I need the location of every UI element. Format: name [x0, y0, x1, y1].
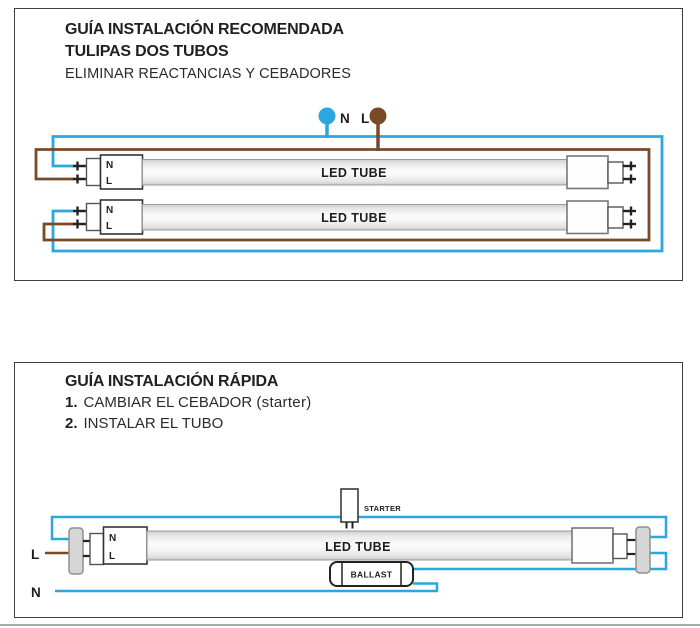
panel2-header: GUÍA INSTALACIÓN RÁPIDA 1. CAMBIAR EL CEB… — [65, 371, 312, 434]
tube3-right-endcap — [571, 527, 614, 564]
ballast: BALLAST — [329, 561, 414, 587]
tube2-right-pin-block — [607, 206, 624, 229]
tube2-socket-l: L — [106, 221, 112, 232]
ballast-to-holder-wire — [413, 551, 668, 571]
tube3-socket-n: N — [109, 533, 116, 544]
tube1-socket-l: L — [106, 176, 112, 187]
tube3-left-pin-block — [89, 532, 105, 566]
tube1-right-endcap — [566, 155, 609, 190]
tube3-label: LED TUBE — [325, 540, 391, 554]
step-2-number: 2. — [65, 415, 78, 432]
terminal-line-label: L — [31, 547, 39, 562]
led-tube-3: N L LED TUBE — [83, 526, 638, 566]
tube3-socket-l: L — [109, 551, 115, 562]
starter-label: STARTER — [364, 504, 401, 513]
right-lamp-holder — [635, 526, 651, 574]
panel2-title: GUÍA INSTALACIÓN RÁPIDA — [65, 373, 279, 390]
step-1-number: 1. — [65, 394, 78, 411]
tube1-label: LED TUBE — [321, 166, 387, 180]
bottom-divider — [0, 624, 700, 626]
tube1-left-pin-block — [85, 157, 102, 187]
ballast-body — [329, 561, 414, 587]
tube1-socket-n: N — [106, 160, 113, 171]
tube1-body — [142, 159, 568, 186]
terminal-neutral-label: N — [31, 585, 41, 600]
starter-circuit-wire — [50, 515, 668, 541]
step-2: 2. INSTALAR EL TUBO — [65, 413, 312, 434]
tube2-socket-n: N — [106, 205, 113, 216]
panel1-title-line1: GUÍA INSTALACIÓN RECOMENDADA — [65, 21, 344, 38]
recommended-install-panel: GUÍA INSTALACIÓN RECOMENDADA TULIPAS DOS… — [14, 8, 683, 281]
starter-body — [340, 488, 359, 523]
neutral-supply-dot — [318, 107, 336, 125]
tube1-right-pin-block — [607, 161, 624, 184]
tube2-label: LED TUBE — [321, 211, 387, 225]
neutral-wire-loop — [51, 135, 664, 253]
step-1-text: CAMBIAR EL CEBADOR — [83, 394, 253, 411]
panel1-header: GUÍA INSTALACIÓN RECOMENDADA TULIPAS DOS… — [65, 19, 351, 85]
led-tube-1: N L LED TUBE — [73, 154, 636, 190]
line-wire-loop — [34, 148, 651, 242]
supply-neutral-label: N — [340, 111, 350, 126]
neutral-to-ballast-wire — [55, 582, 439, 593]
step-1-note: (starter) — [256, 394, 312, 411]
line-supply-dot — [369, 107, 387, 125]
ballast-label: BALLAST — [351, 570, 393, 580]
panel1-subtitle: ELIMINAR REACTANCIAS Y CEBADORES — [65, 66, 352, 82]
tube2-socket-box — [99, 199, 144, 235]
tube1-socket-box — [99, 154, 144, 190]
left-lamp-holder — [68, 527, 84, 575]
panel1-title-line2: TULIPAS DOS TUBOS — [65, 43, 229, 60]
step-2-text: INSTALAR EL TUBO — [83, 415, 224, 432]
step-1: 1. CAMBIAR EL CEBADOR (starter) — [65, 392, 312, 413]
tube2-left-pin-block — [85, 202, 102, 232]
supply-line-label: L — [361, 111, 369, 126]
tube2-right-endcap — [566, 200, 609, 235]
tube3-right-pin-block — [612, 533, 628, 560]
starter: STARTER — [340, 488, 401, 529]
led-tube-2: N L LED TUBE — [73, 199, 636, 235]
